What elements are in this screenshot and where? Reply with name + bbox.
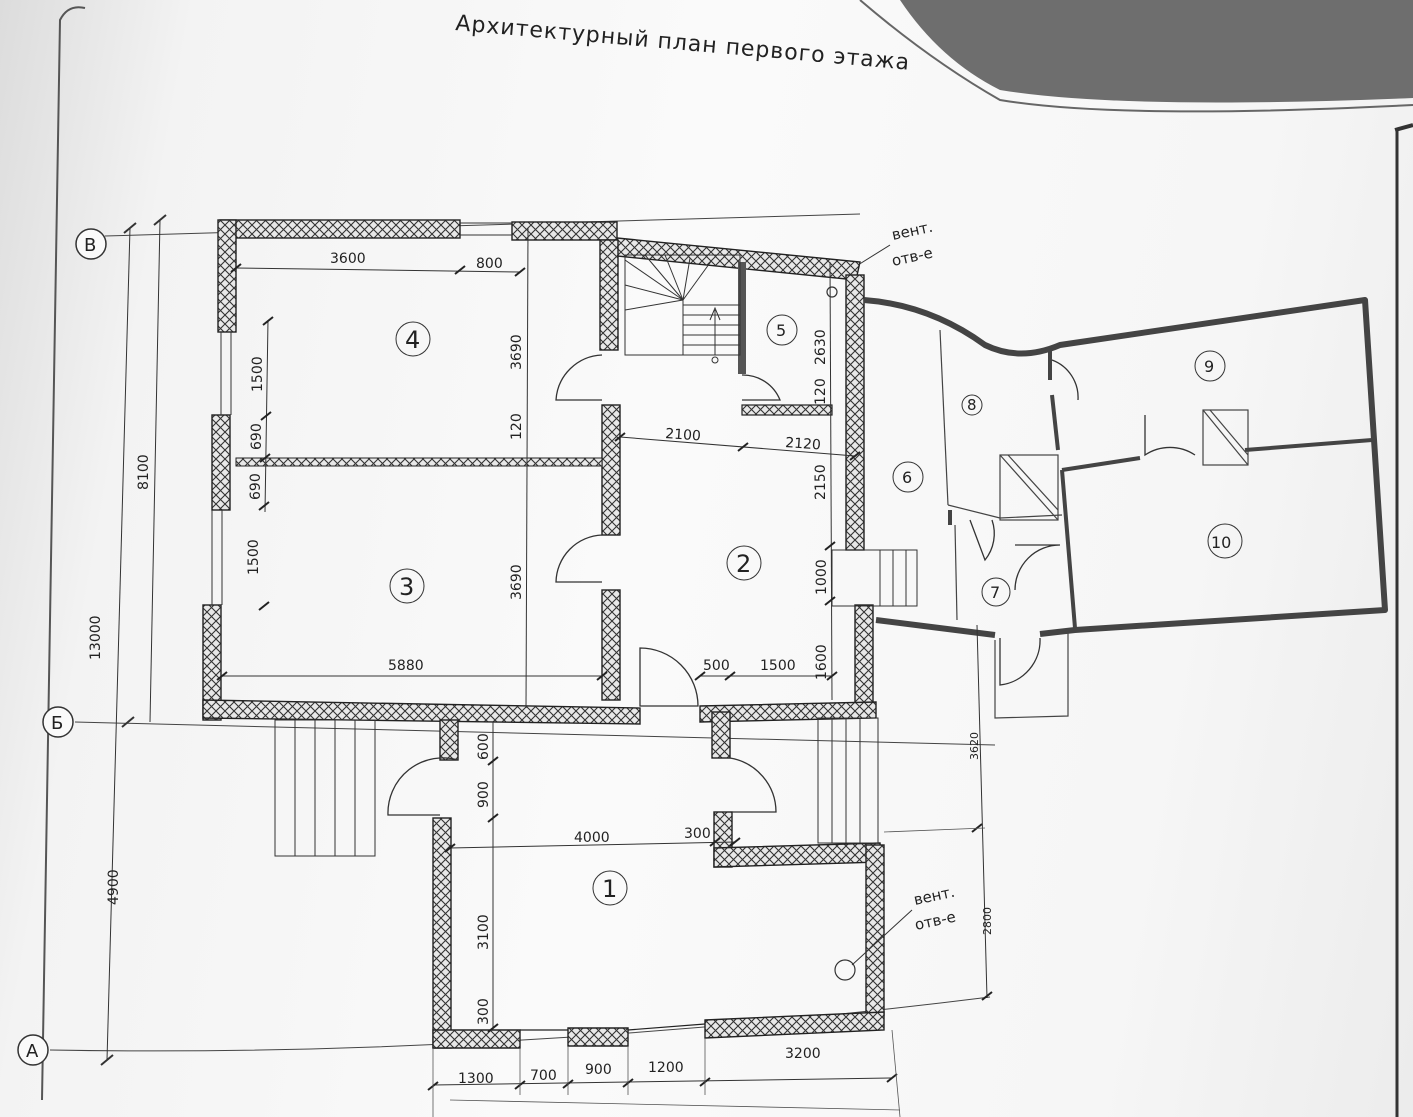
- dim-300-top: 300: [684, 826, 711, 842]
- room-5-label: 5: [776, 321, 786, 340]
- dim-4000: 4000: [574, 830, 610, 846]
- dim-1500-door: 1500: [760, 658, 796, 674]
- dim-690-upper: 690: [249, 423, 265, 450]
- main-walls: [202, 219, 877, 725]
- dim-bottom-1300: 1300: [458, 1071, 494, 1087]
- dim-3690-top: 3690: [509, 334, 525, 370]
- annex-walls: [863, 297, 1388, 638]
- annex-partitions: [948, 348, 1373, 629]
- room-8-label: 8: [967, 396, 977, 414]
- dim-4900: 4900: [106, 869, 122, 905]
- dim-2800: 2800: [981, 907, 994, 935]
- room-2-label: 2: [736, 550, 751, 578]
- dim-690-lower: 690: [248, 473, 264, 500]
- dim-3600: 3600: [330, 251, 366, 267]
- dim-13000: 13000: [88, 615, 104, 660]
- axis-bubble-a: [17, 1034, 49, 1066]
- extension-lines: [432, 827, 986, 1117]
- dim-2150: 2150: [813, 464, 829, 500]
- axis-label-b: Б: [51, 713, 63, 734]
- dim-1500-lower: 1500: [246, 539, 262, 575]
- dim-2120: 2120: [785, 435, 822, 453]
- vent-leader-top: [857, 244, 891, 266]
- dim-900-vestibule: 900: [476, 781, 492, 808]
- dim-3690-bottom: 3690: [509, 564, 525, 600]
- dim-tick: [121, 716, 135, 728]
- annex-thin-lines: [939, 329, 1249, 719]
- dim-3100: 3100: [476, 914, 492, 950]
- room1-walls: [432, 711, 885, 1049]
- dimension-lines: [222, 227, 988, 1086]
- entry-steps-left: [274, 719, 376, 857]
- room-10-label: 10: [1211, 533, 1231, 552]
- room-9-label: 9: [1204, 357, 1214, 376]
- room-6-label: 6: [902, 468, 912, 487]
- dim-bottom-3200: 3200: [785, 1046, 821, 1062]
- page-border-top: [859, 0, 1413, 113]
- dim-120-mid: 120: [509, 413, 525, 440]
- dim-8100: 8100: [136, 454, 152, 490]
- vent-label-top-1: вент.: [890, 218, 934, 244]
- dim-300-bottom: 300: [476, 998, 492, 1025]
- vent-circle-top: [826, 286, 838, 298]
- dim-120-stair: 120: [813, 378, 829, 405]
- vent-label-room1-1: вент.: [912, 883, 956, 909]
- doors: [387, 354, 1196, 816]
- dim-tick: [100, 1054, 114, 1066]
- main-staircase: [624, 254, 741, 364]
- dim-600: 600: [476, 733, 492, 760]
- dim-tick: [123, 222, 137, 234]
- dim-line-8100: [149, 219, 161, 723]
- side-steps: [831, 549, 918, 607]
- dim-bottom-1200: 1200: [648, 1060, 684, 1076]
- vent-label-top-2: отв-е: [890, 244, 934, 270]
- room-7-label: 7: [990, 583, 1000, 602]
- dim-line-13000: [106, 227, 131, 1061]
- dim-bottom-900: 900: [585, 1062, 612, 1078]
- dim-800: 800: [476, 256, 503, 272]
- dim-1500-upper: 1500: [250, 356, 266, 392]
- dim-tick: [153, 214, 167, 226]
- dim-500: 500: [703, 658, 730, 674]
- axis-bubble-v: [75, 228, 107, 260]
- side-frame-box: [1394, 123, 1413, 132]
- dim-2100: 2100: [665, 426, 702, 444]
- axis-label-v: В: [84, 235, 96, 256]
- room-1-label: 1: [602, 875, 617, 903]
- dim-3620: 3620: [968, 732, 981, 760]
- axis-label-a: А: [26, 1041, 39, 1062]
- dim-5880: 5880: [388, 658, 424, 674]
- vent-leader-room1: [851, 909, 913, 966]
- entry-steps-right: [817, 717, 879, 844]
- axis-bubble-b: [42, 706, 74, 738]
- axis-line-b: [74, 721, 996, 746]
- dim-2630: 2630: [813, 329, 829, 365]
- dim-1000: 1000: [814, 559, 830, 595]
- dim-1600: 1600: [814, 644, 830, 680]
- page-border-curve: [41, 6, 86, 1101]
- room-markers: [389, 314, 1243, 906]
- page-shadow-top: [900, 0, 1413, 103]
- plan-title: Архитектурный план первого этажа: [454, 11, 911, 76]
- room-4-label: 4: [405, 326, 420, 354]
- dim-bottom-700: 700: [530, 1068, 557, 1084]
- vent-label-room1-2: отв-е: [913, 908, 957, 934]
- windows: [211, 222, 512, 605]
- room-3-label: 3: [399, 573, 414, 601]
- vent-circle-room1: [834, 959, 856, 981]
